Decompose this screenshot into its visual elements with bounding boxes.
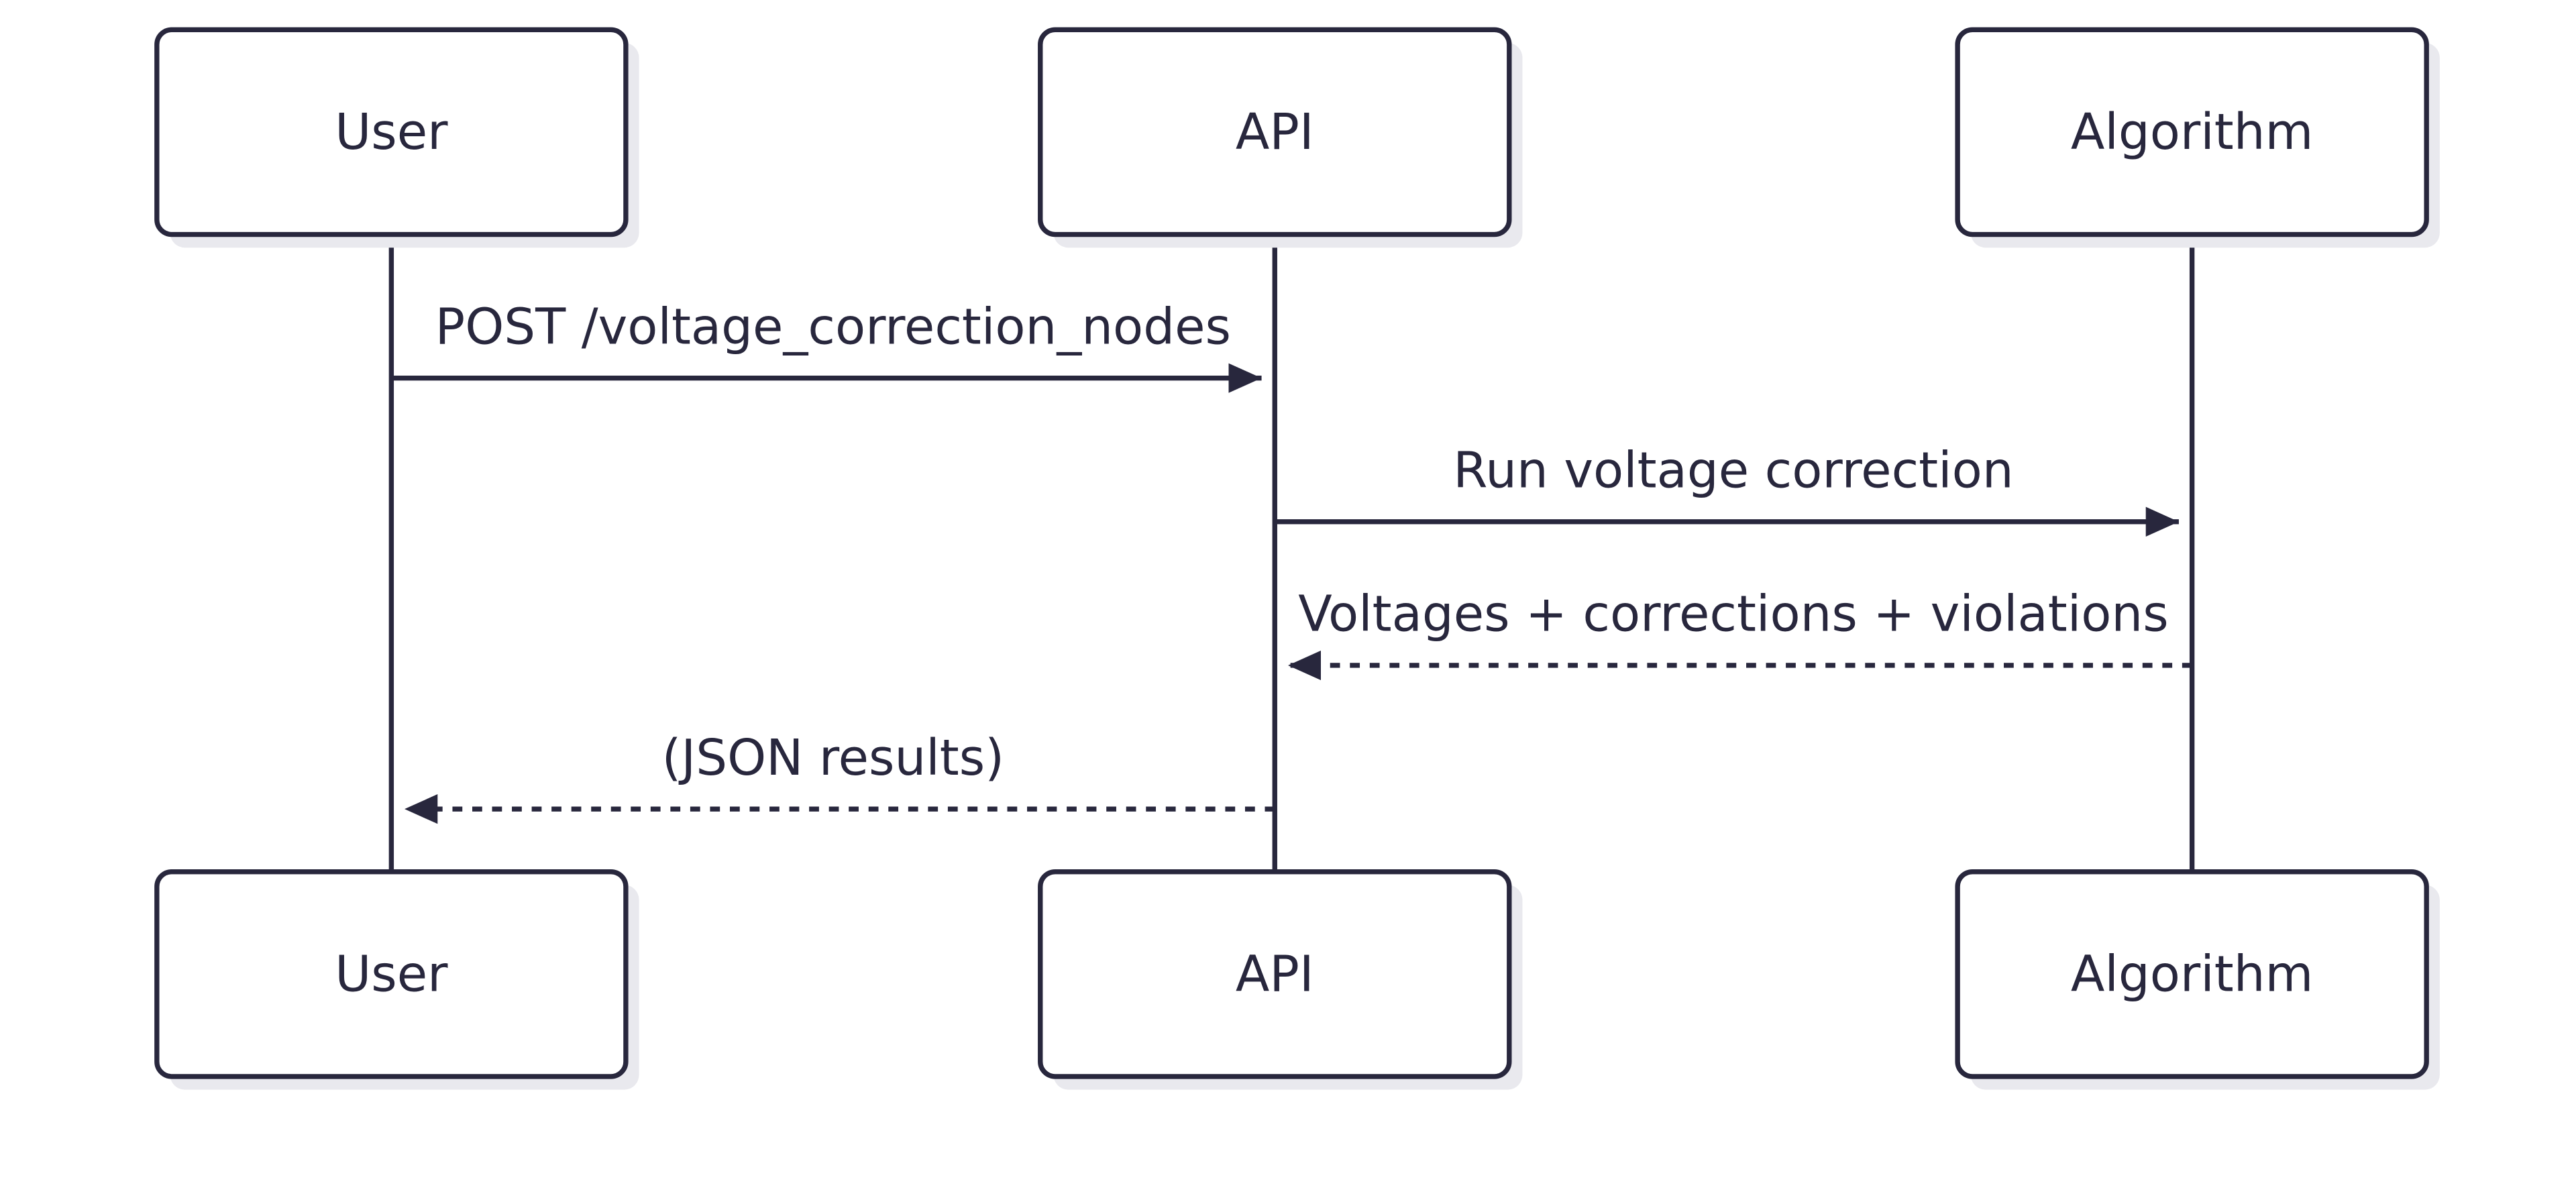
participant-box-frame xyxy=(1038,869,1512,1079)
message-label-4: (JSON results) xyxy=(662,729,1004,787)
participants-top: User API Algorithm xyxy=(154,27,2440,248)
participant-box-frame xyxy=(154,27,629,237)
message-3[interactable]: Voltages + corrections + violations xyxy=(1287,586,2192,681)
messages: POST /voltage_correction_nodes Run volta… xyxy=(391,298,2192,824)
participant-label-top-algorithm: Algorithm xyxy=(2071,103,2314,161)
participant-label-bottom-api: API xyxy=(1236,945,1314,1003)
participant-box-top-algorithm[interactable]: Algorithm xyxy=(1955,27,2440,248)
message-label-3: Voltages + corrections + violations xyxy=(1298,586,2168,643)
lifelines xyxy=(388,234,2195,872)
participant-box-frame xyxy=(1955,869,2429,1079)
participant-label-bottom-algorithm: Algorithm xyxy=(2071,945,2314,1003)
participant-label-bottom-user: User xyxy=(335,945,448,1003)
participant-box-frame xyxy=(1955,27,2429,237)
participant-box-frame xyxy=(154,869,629,1079)
participant-label-top-user: User xyxy=(335,103,448,161)
participant-box-top-user[interactable]: User xyxy=(154,27,639,248)
participant-box-bottom-api[interactable]: API xyxy=(1038,869,1523,1090)
message-label-1: POST /voltage_correction_nodes xyxy=(435,298,1231,355)
participants-bottom: User API Algorithm xyxy=(154,869,2440,1090)
participant-box-bottom-user[interactable]: User xyxy=(154,869,639,1090)
message-1[interactable]: POST /voltage_correction_nodes xyxy=(391,298,1262,393)
message-label-2: Run voltage correction xyxy=(1453,442,2013,500)
message-2[interactable]: Run voltage correction xyxy=(1275,442,2179,537)
message-4[interactable]: (JSON results) xyxy=(405,729,1275,824)
participant-box-frame xyxy=(1038,27,1512,237)
participant-label-top-api: API xyxy=(1236,103,1314,161)
participant-box-top-api[interactable]: API xyxy=(1038,27,1523,248)
participant-box-bottom-algorithm[interactable]: Algorithm xyxy=(1955,869,2440,1090)
